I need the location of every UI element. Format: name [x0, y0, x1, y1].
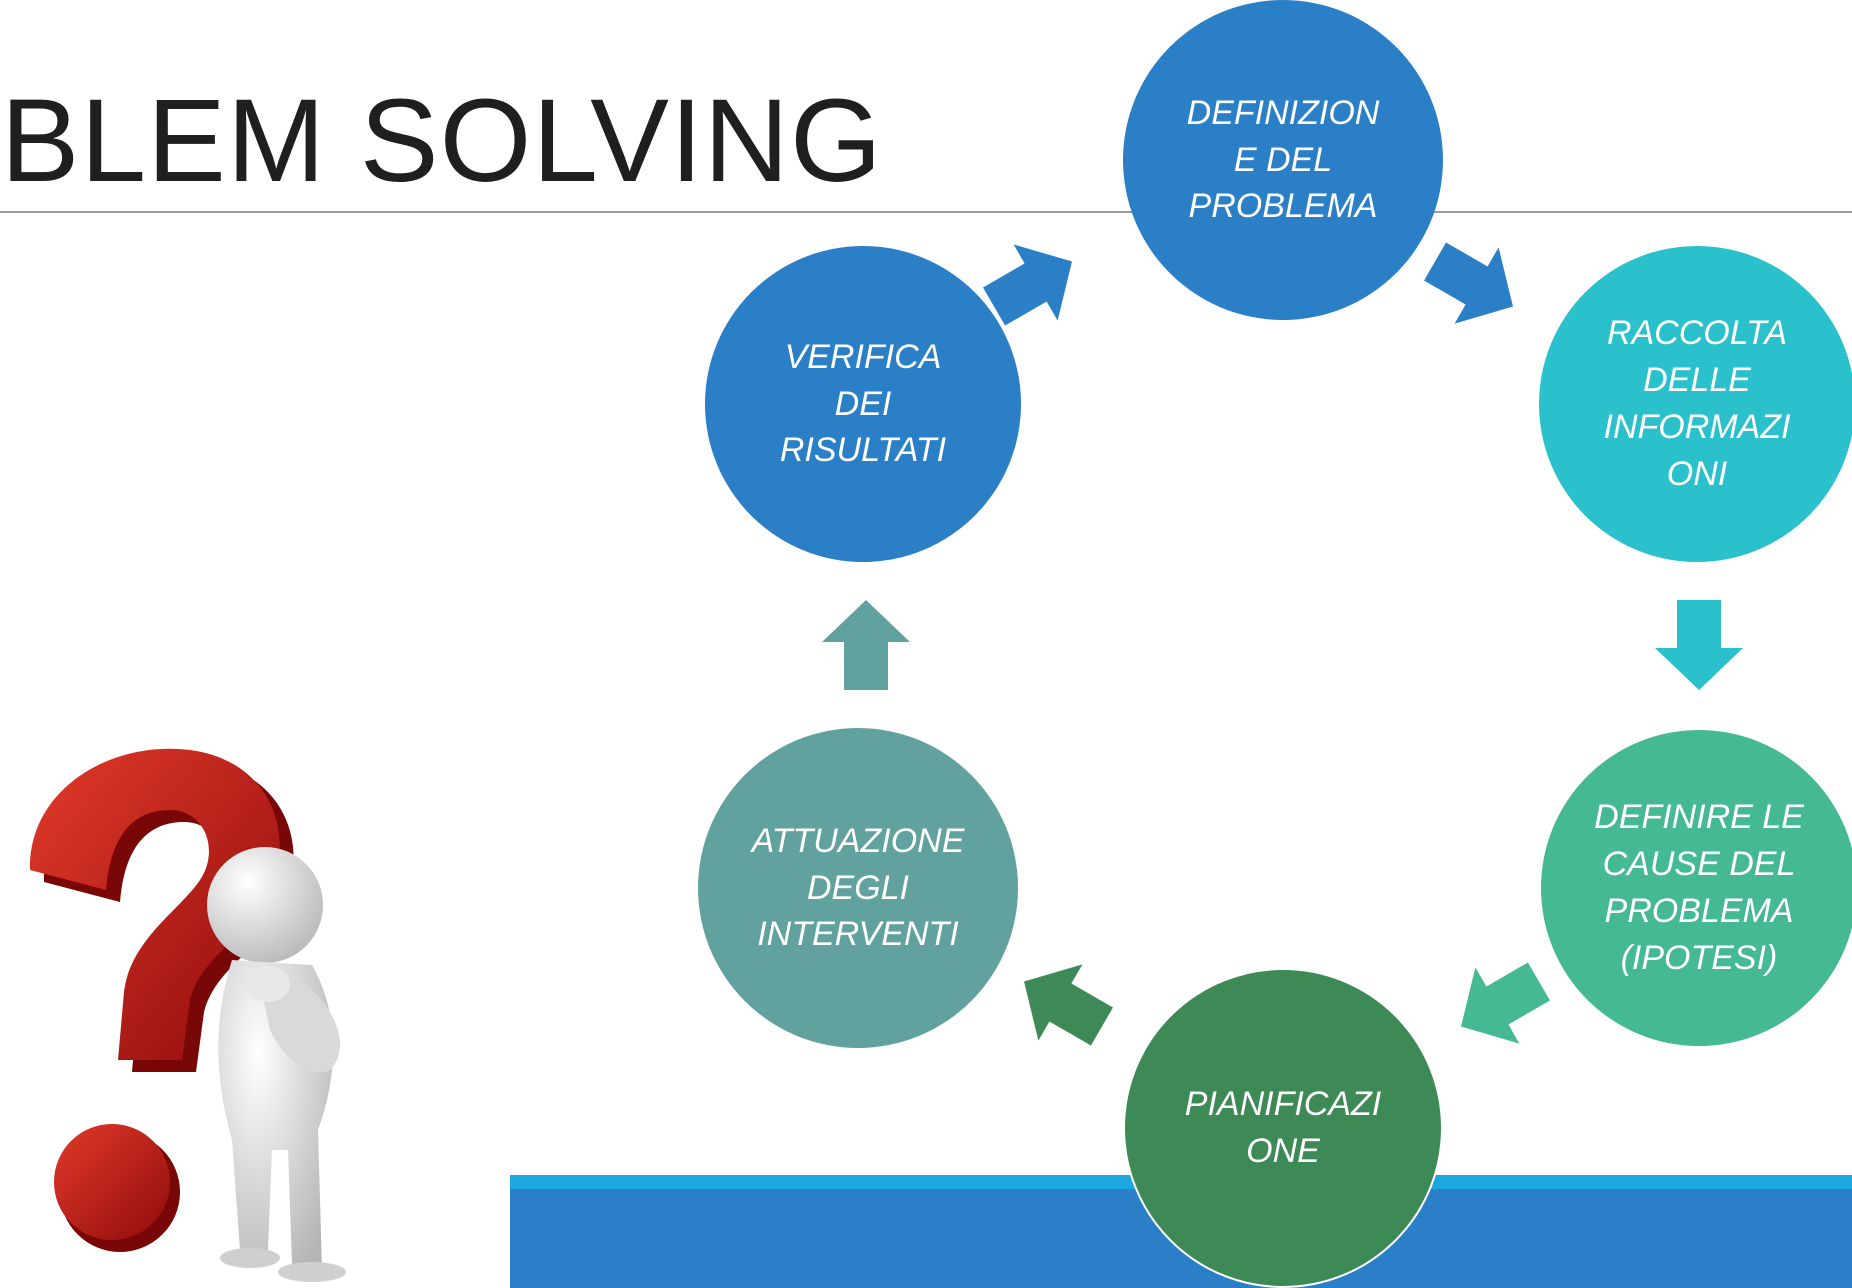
figure-hand	[246, 966, 290, 1002]
arrow-attuazione-to-verifica	[822, 600, 910, 690]
step-verifica-dei-risultati: VERIFICA DEI RISULTATI	[705, 246, 1021, 562]
arrow-definizione-to-raccolta	[1424, 242, 1513, 324]
arrow-verifica-to-definizione	[983, 244, 1072, 326]
step-label: PIANIFICAZI ONE	[1184, 1085, 1382, 1170]
figure-head	[207, 847, 323, 963]
arrow-cause-to-pianificazione	[1461, 962, 1550, 1044]
step-label: RACCOLTA DELLE INFORMAZI ONI	[1603, 314, 1791, 493]
question-mark-thinking-figure-icon	[29, 748, 346, 1282]
figure-foot-left	[220, 1248, 280, 1268]
step-label: DEFINIZION E DEL PROBLEMA	[1186, 93, 1380, 226]
step-label: ATTUAZIONE DEGLI INTERVENTI	[751, 821, 965, 954]
question-mark-shape	[29, 748, 280, 1060]
step-definizione-del-problema: DEFINIZION E DEL PROBLEMA	[1123, 0, 1443, 320]
arrow-raccolta-to-cause	[1655, 600, 1743, 690]
slide-title: OBLEM SOLVING	[0, 75, 883, 207]
step-pianificazione: PIANIFICAZI ONE	[1123, 968, 1443, 1288]
step-attuazione-degli-interventi: ATTUAZIONE DEGLI INTERVENTI	[698, 728, 1018, 1048]
title-divider	[0, 211, 1852, 213]
figure-foot-right	[278, 1262, 346, 1282]
step-raccolta-delle-informazioni: RACCOLTA DELLE INFORMAZI ONI	[1539, 246, 1852, 562]
figure-arm	[262, 980, 340, 1073]
step-definire-le-cause: DEFINIRE LE CAUSE DEL PROBLEMA (IPOTESI)	[1541, 730, 1852, 1046]
step-label: DEFINIRE LE CAUSE DEL PROBLEMA (IPOTESI)	[1594, 798, 1804, 977]
question-mark-dot	[54, 1124, 170, 1240]
step-label: VERIFICA DEI RISULTATI	[779, 337, 947, 470]
arrow-pianificazione-to-attuazione	[1024, 964, 1113, 1046]
